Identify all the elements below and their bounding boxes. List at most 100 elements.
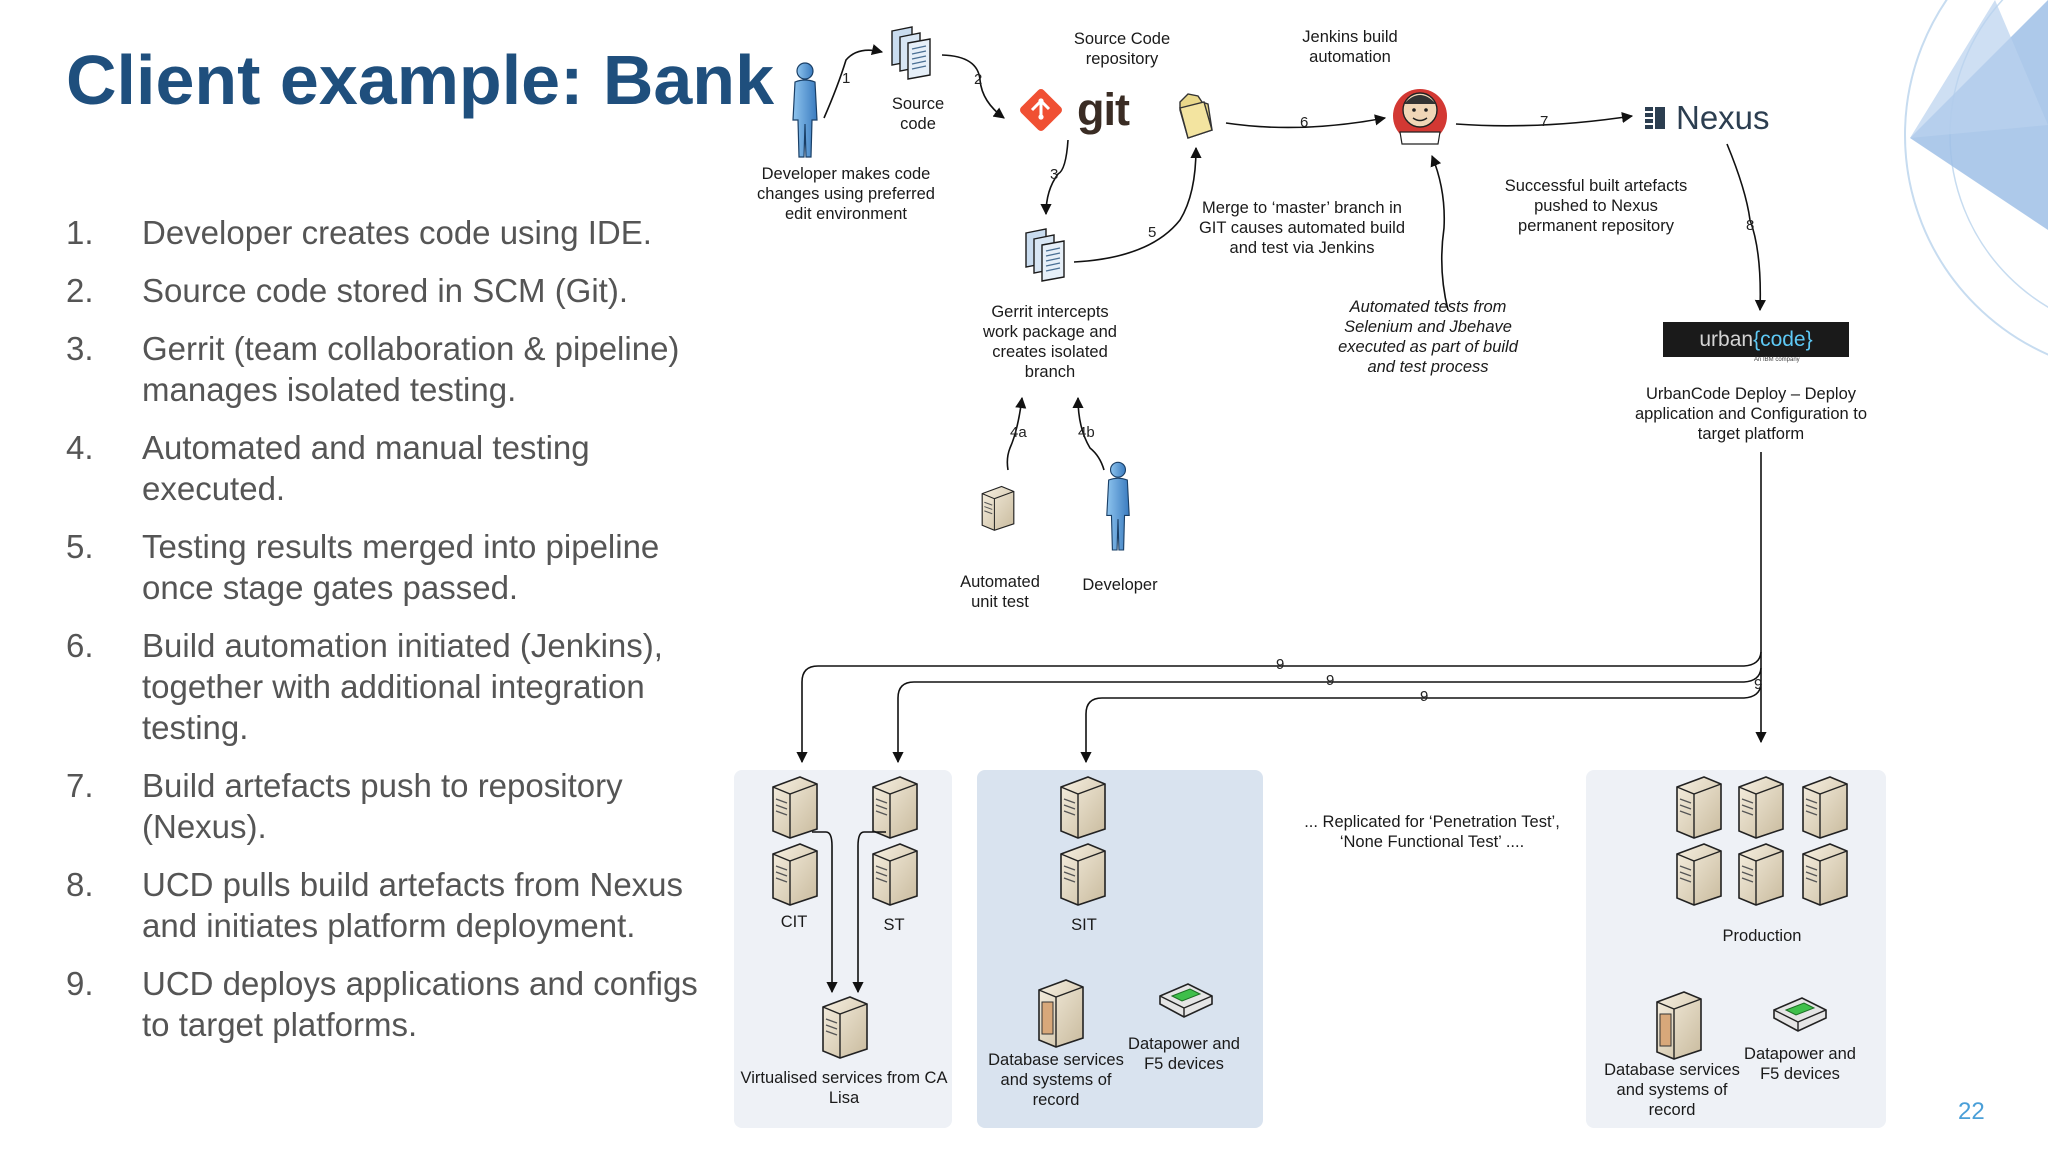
- step-number-tag: 9: [1326, 672, 1335, 689]
- source-code-label: Source code: [891, 95, 945, 133]
- nexus-logo-text: Nexus: [1676, 99, 1770, 136]
- steps-list: 1. Developer creates code using IDE. 2.So…: [66, 212, 726, 1062]
- st-server-icon: [872, 776, 918, 839]
- step-number-tag: 9: [1276, 656, 1285, 673]
- sit-label: SIT: [1071, 916, 1097, 934]
- urbancode-logo-urban: urban: [1699, 328, 1754, 351]
- step-number-tag: 9: [1754, 676, 1763, 693]
- step-number-tag: 4b: [1078, 424, 1095, 441]
- automated-unit-test-server-icon: [981, 485, 1015, 531]
- step-item: 3. Gerrit (team collaboration & pipeline)…: [66, 328, 726, 410]
- production-server-icon: [1676, 776, 1722, 839]
- git-logo-text: git: [1077, 84, 1130, 135]
- step-text: Build automation initiated (Jenkins), to…: [142, 627, 663, 746]
- urbancode-logo-text: urban{code}: [1699, 328, 1812, 351]
- source-code-docs-icon: [891, 26, 931, 80]
- nexus-caption: Successful built artefacts pushed to Nex…: [1504, 177, 1688, 235]
- step-number: 3.: [66, 330, 94, 367]
- st-label: ST: [883, 916, 905, 934]
- jenkins-icon: [1393, 89, 1447, 145]
- step-text: Automated and manual testing executed.: [142, 429, 590, 507]
- developer-person-icon: [792, 62, 818, 158]
- replicated-label: ... Replicated for ‘Penetration Test’, ‘…: [1304, 813, 1560, 851]
- step-number: 8.: [66, 866, 94, 903]
- urbancode-logo: urban{code}: [1663, 322, 1849, 357]
- automated-tests-caption: Automated tests from Selenium and Jbehav…: [1338, 298, 1518, 376]
- step-number-tag: 4a: [1010, 424, 1027, 441]
- nexus-logo-icon: [1645, 107, 1665, 129]
- step-number: 7.: [66, 767, 94, 804]
- step-text: Testing results merged into pipeline onc…: [142, 528, 660, 606]
- sit-server-icon: [1060, 843, 1106, 906]
- page-number: 22: [1958, 1098, 1985, 1125]
- production-server-icon: [1802, 776, 1848, 839]
- step-item: 6. Build automation initiated (Jenkins), …: [66, 625, 726, 748]
- urbancode-logo-code: {code}: [1753, 328, 1813, 351]
- step-item: 4. Automated and manual testing executed.: [66, 427, 726, 509]
- step-number-tag: 1: [842, 70, 851, 87]
- step-item: 7. Build artefacts push to repository (Ne…: [66, 765, 726, 847]
- ucd-caption: UrbanCode Deploy – Deploy application an…: [1634, 385, 1868, 443]
- developer-label: Developer: [1082, 576, 1158, 594]
- production-database-label: Database services and systems of record: [1604, 1061, 1740, 1119]
- step-number-tag: 5: [1148, 224, 1157, 241]
- slide-title: Client example: Bank: [66, 41, 774, 119]
- database-label: Database services and systems of record: [988, 1051, 1124, 1109]
- source-repo-label: Source Code repository: [1073, 30, 1171, 68]
- step-text: Gerrit (team collaboration & pipeline) m…: [142, 330, 680, 408]
- git-logo-icon: [1020, 89, 1062, 131]
- st-server-icon: [872, 843, 918, 906]
- jenkins-caption: Jenkins build automation: [1302, 28, 1398, 66]
- production-datapower-device-icon: [1773, 997, 1827, 1032]
- step-number-tag: 9: [1420, 688, 1429, 705]
- step-text: Build artefacts push to repository (Nexu…: [142, 767, 623, 845]
- step-number: 9.: [66, 965, 94, 1002]
- production-datapower-label: Datapower and F5 devices: [1744, 1045, 1856, 1083]
- urbancode-subtitle: An IBM company: [1754, 357, 1800, 363]
- production-server-icon: [1676, 843, 1722, 906]
- step-number: 4.: [66, 429, 94, 466]
- cit-label: CIT: [780, 913, 808, 931]
- step-number: 5.: [66, 528, 94, 565]
- decorative-corner: [1904, 0, 2048, 356]
- gerrit-caption: Gerrit intercepts work package and creat…: [983, 303, 1117, 381]
- sit-server-icon: [1060, 776, 1106, 839]
- step-text: Developer creates code using IDE.: [142, 214, 652, 251]
- step-number-tag: 6: [1300, 114, 1309, 131]
- production-server-icon: [1738, 776, 1784, 839]
- step-number-tag: 2: [974, 71, 983, 88]
- gerrit-docs-icon: [1025, 228, 1065, 282]
- sit-env-box: [977, 770, 1263, 1128]
- folder-icon: [1179, 93, 1213, 139]
- step-item: 9. UCD deploys applications and configs t…: [66, 963, 726, 1045]
- production-server-icon: [1802, 843, 1848, 906]
- production-database-server-icon: [1656, 991, 1702, 1060]
- step-item: 5. Testing results merged into pipeline o…: [66, 526, 726, 608]
- automated-unit-test-label: Automated unit test: [960, 573, 1040, 611]
- production-server-icon: [1738, 843, 1784, 906]
- virtualised-label: Virtualised services from CA Lisa: [740, 1069, 948, 1107]
- flow-arrows: [796, 44, 1767, 994]
- step-item: 8. UCD pulls build artefacts from Nexus a…: [66, 864, 726, 946]
- step-item: 2.Source code stored in SCM (Git).: [66, 270, 726, 311]
- step-number-tag: 7: [1540, 113, 1549, 130]
- datapower-label: Datapower and F5 devices: [1128, 1035, 1240, 1073]
- step-number-tag: 3: [1050, 166, 1059, 183]
- cit-server-icon: [772, 776, 818, 839]
- git-logo: git: [1071, 84, 1130, 136]
- step-number: 1.: [66, 214, 94, 251]
- step-item: 1. Developer creates code using IDE.: [66, 212, 726, 253]
- virtualised-server-icon: [822, 996, 868, 1059]
- production-label: Production: [1722, 927, 1802, 945]
- step-number: 6.: [66, 627, 94, 664]
- database-server-icon: [1038, 979, 1084, 1048]
- step-text: UCD pulls build artefacts from Nexus and…: [142, 866, 684, 944]
- datapower-device-icon: [1159, 983, 1213, 1018]
- step-text: UCD deploys applications and configs to …: [142, 965, 698, 1043]
- step-number-tag: 8: [1746, 217, 1755, 234]
- merge-caption: Merge to ‘master’ branch in GIT causes a…: [1198, 199, 1406, 257]
- step-number: 2.: [66, 272, 94, 309]
- developer-tester-person-icon: [1106, 461, 1130, 551]
